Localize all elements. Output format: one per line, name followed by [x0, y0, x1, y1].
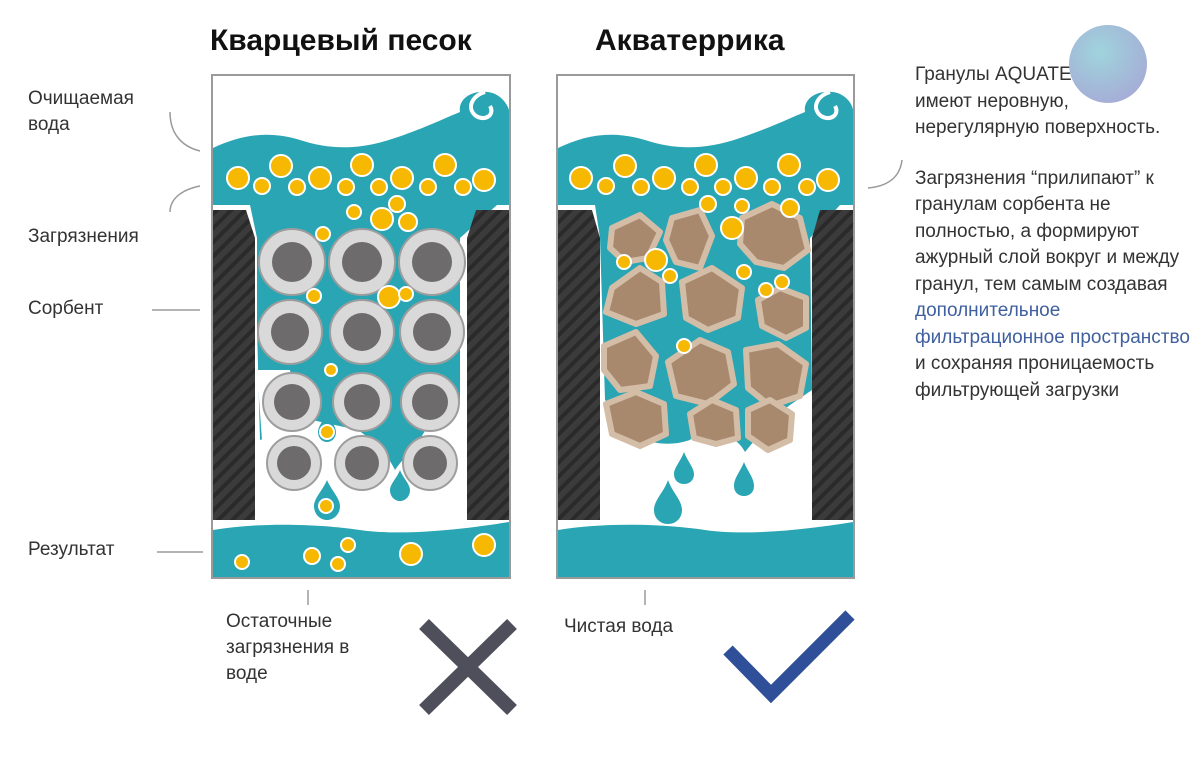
quartz-sand-panel [211, 74, 511, 579]
description-text-end: и сохраняя проницаемость фильтрующей заг… [915, 353, 1155, 401]
title-quartz-sand: Кварцевый песок [210, 24, 472, 57]
description-highlight: дополнительное фильтрационное пространст… [915, 300, 1190, 348]
cross-icon [419, 618, 517, 716]
description-paragraph-2: Загрязнения “прилипают” к гранулам сорбе… [915, 166, 1190, 405]
right-wall-right [812, 210, 853, 520]
description-text: Загрязнения “прилипают” к гранулам сорбе… [915, 167, 1180, 295]
label-contamination: Загрязнения [28, 226, 139, 247]
pointer-lines [152, 111, 903, 605]
left-wall-right [467, 210, 509, 520]
right-wave-curl [814, 90, 839, 121]
gradient-circle-icon [1069, 25, 1147, 103]
left-wall-left [213, 210, 255, 520]
label-residual-contamination: Остаточные загрязнения в воде [226, 611, 350, 684]
quartz-granules [257, 228, 466, 491]
label-water-to-purify: Очищаемая вода [28, 88, 134, 135]
right-bottom-water [558, 522, 853, 577]
label-result: Результат [28, 539, 115, 560]
aquaterrica-granule-cores [620, 216, 798, 322]
aquaterrica-panel [556, 74, 855, 579]
title-aquaterrica: Акватеррика [595, 24, 785, 57]
right-water-drops [654, 452, 754, 524]
label-clean-water: Чистая вода [564, 616, 674, 637]
left-wave-curl [469, 90, 494, 121]
check-icon [723, 610, 855, 704]
label-sorbent: Сорбент [28, 298, 104, 319]
left-bottom-water [213, 522, 509, 577]
left-contaminants [226, 153, 496, 572]
right-contaminants [569, 153, 840, 354]
right-wall-left [558, 210, 600, 520]
